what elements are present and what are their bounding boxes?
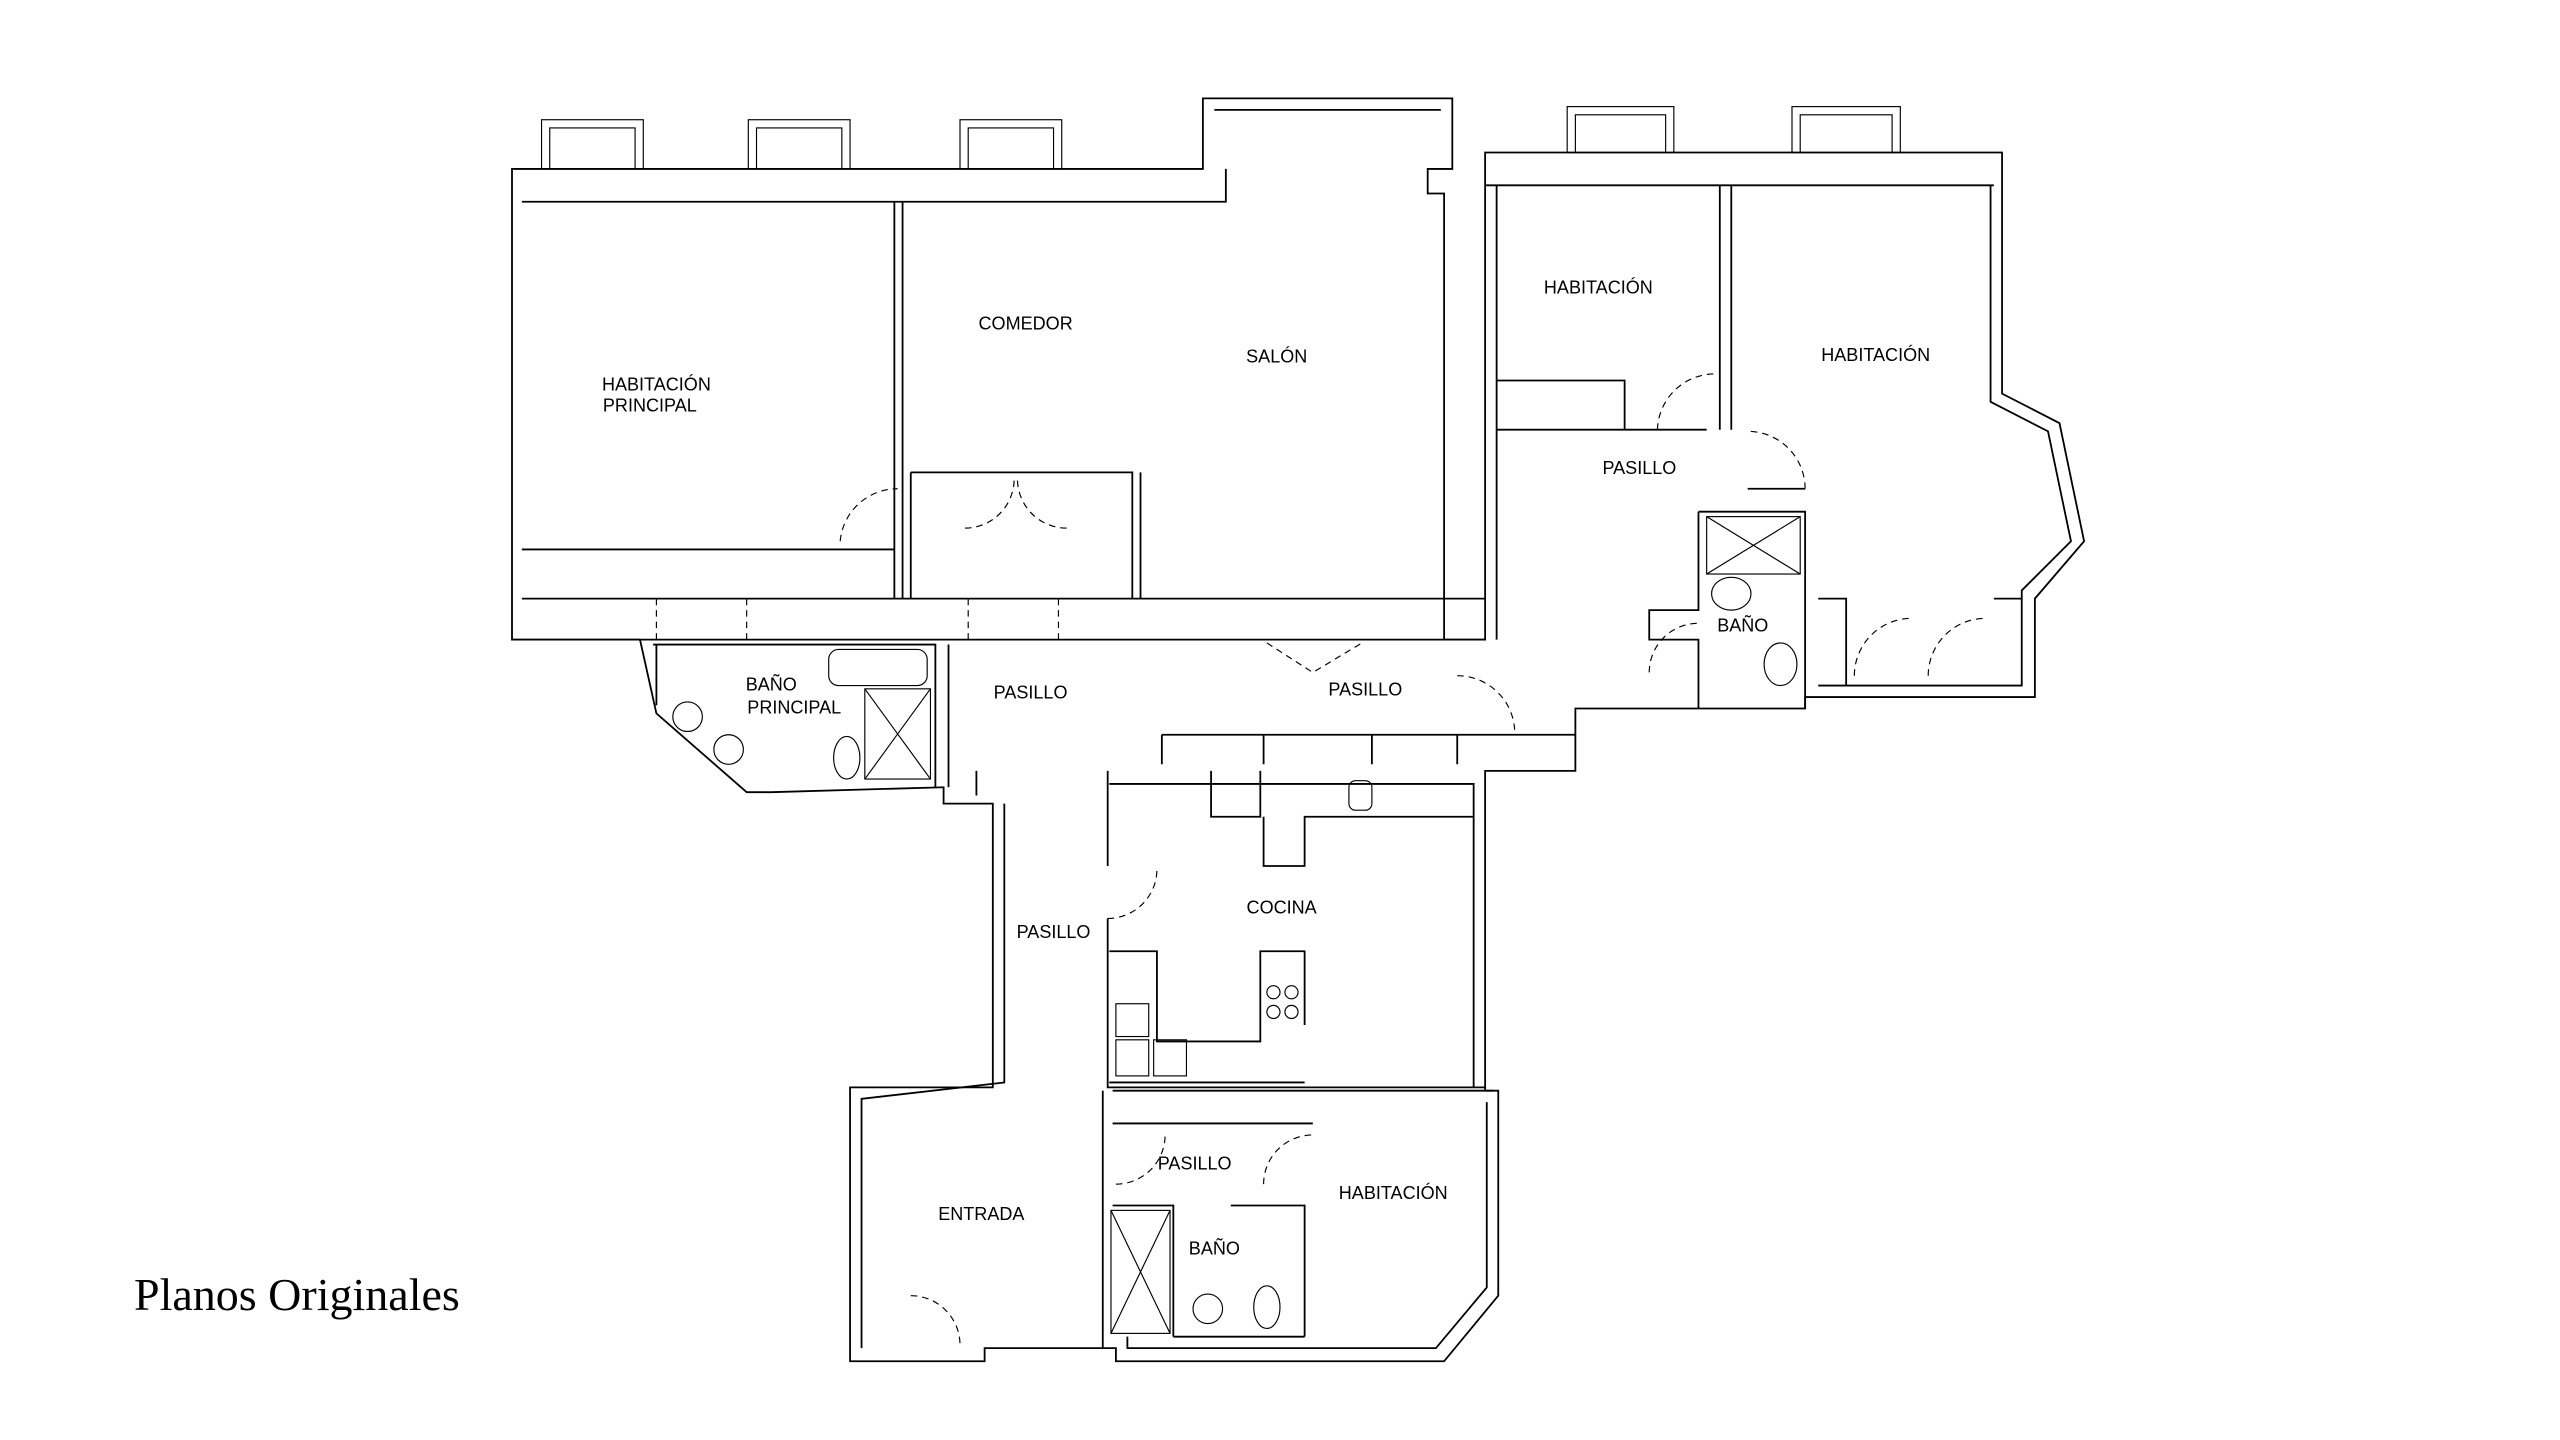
label-master-bath: BAÑO — [746, 673, 797, 694]
fixtures — [672, 516, 1801, 1334]
label-hall-right: PASILLO — [1602, 458, 1676, 478]
label-bedroom-top: HABITACIÓN — [1544, 277, 1653, 298]
label-master-bedroom: HABITACIÓN — [602, 373, 711, 394]
label-master-bedroom-2: PRINCIPAL — [603, 396, 697, 416]
label-hall-lower: PASILLO — [1158, 1153, 1232, 1173]
label-bath-right: BAÑO — [1717, 614, 1768, 635]
doors — [655, 373, 1986, 1345]
label-living: SALÓN — [1246, 345, 1307, 366]
balconies — [540, 106, 1901, 170]
interior-walls — [512, 185, 2022, 1349]
label-master-bath-2: PRINCIPAL — [747, 697, 841, 717]
label-bedroom-right: HABITACIÓN — [1821, 344, 1930, 365]
label-bedroom-lower: HABITACIÓN — [1339, 1182, 1448, 1203]
label-kitchen: COCINA — [1247, 898, 1317, 918]
label-hall-center: PASILLO — [994, 683, 1068, 703]
label-hall-left: PASILLO — [1017, 922, 1091, 942]
plan-title: Planos Originales — [134, 1269, 460, 1320]
exterior-walls — [511, 97, 2086, 1363]
label-bath-lower: BAÑO — [1189, 1238, 1240, 1259]
room-labels: HABITACIÓN PRINCIPAL COMEDOR SALÓN HABIT… — [602, 277, 1930, 1259]
label-hall-center-2: PASILLO — [1328, 679, 1402, 699]
label-entrance: ENTRADA — [938, 1204, 1024, 1224]
label-dining: COMEDOR — [979, 314, 1073, 334]
